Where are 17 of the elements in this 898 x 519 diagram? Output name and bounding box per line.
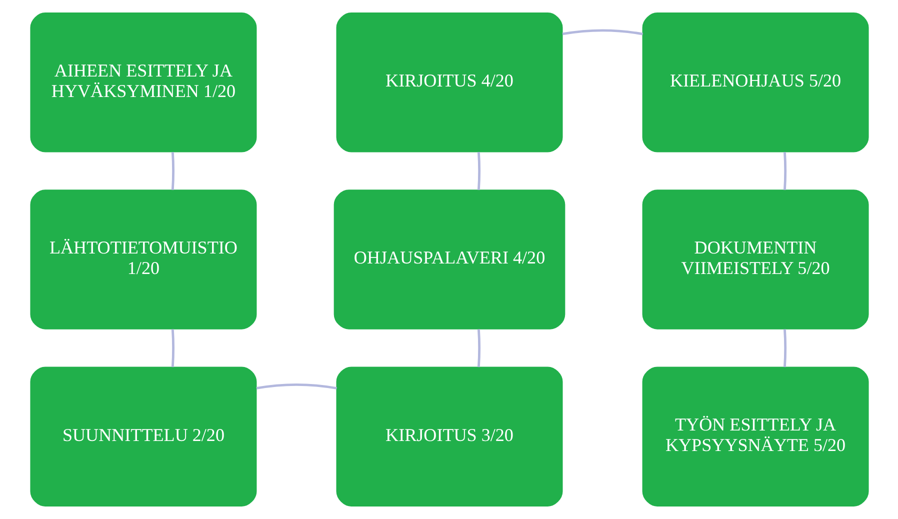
- connector: [170, 152, 174, 190]
- node-box: KIRJOITUS 4/20: [336, 12, 562, 152]
- node-box: KIRJOITUS 3/20: [336, 366, 562, 506]
- node-box: DOKUMENTIN VIIMEISTELY 5/20: [642, 190, 868, 330]
- connector: [783, 329, 786, 368]
- node-box: SUUNNITTELU 2/20: [30, 366, 256, 506]
- connector: [476, 152, 480, 190]
- connector: [562, 29, 642, 36]
- connector: [170, 329, 174, 368]
- node-box: AIHEEN ESITTELY JA HYVÄKSYMINEN 1/20: [30, 12, 256, 152]
- connector: [783, 152, 786, 190]
- node-box: OHJAUSPALAVERI 4/20: [333, 190, 565, 330]
- connector: [256, 383, 336, 390]
- connector: [476, 329, 480, 368]
- node-box: KIELENOHJAUS 5/20: [642, 12, 868, 152]
- node-box: TYÖN ESITTELY JA KYPSYYSNÄYTE 5/20: [642, 366, 868, 506]
- node-box: LÄHTOTIETOMUISTIO 1/20: [30, 190, 256, 330]
